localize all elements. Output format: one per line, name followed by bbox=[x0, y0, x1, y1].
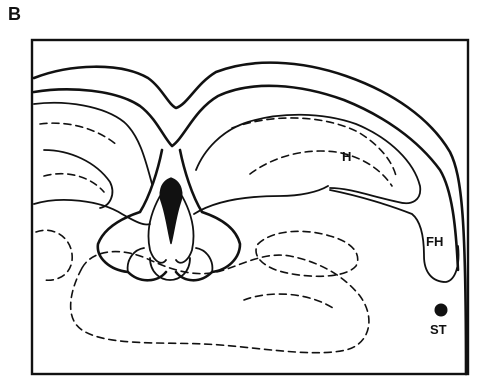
left-ventricle-contour bbox=[44, 150, 112, 208]
label-st: ST bbox=[430, 322, 447, 337]
right-lower-contour bbox=[194, 186, 328, 214]
stria-terminalis-dot bbox=[435, 304, 448, 317]
figure-frame bbox=[32, 40, 468, 374]
thalamus-dashed-center bbox=[71, 252, 369, 353]
label-fh: FH bbox=[426, 234, 443, 249]
hippocampus-dashed-lower bbox=[250, 151, 392, 186]
midline-dark-nucleus bbox=[160, 178, 182, 244]
left-dashed-upper bbox=[40, 123, 118, 146]
left-inner-contour bbox=[34, 103, 152, 184]
thalamus-dashed-left bbox=[36, 230, 72, 280]
septal-lobe-right bbox=[196, 248, 212, 272]
left-lower-contour bbox=[34, 200, 150, 225]
hippocampus-dashed-upper bbox=[232, 118, 396, 176]
left-dashed-lower bbox=[44, 174, 104, 192]
septal-lobe-left bbox=[128, 248, 144, 272]
right-dashed-nucleus bbox=[256, 231, 358, 276]
label-h: H bbox=[342, 149, 351, 164]
right-inner-contour bbox=[196, 115, 420, 203]
right-lower-dashed bbox=[244, 294, 336, 310]
